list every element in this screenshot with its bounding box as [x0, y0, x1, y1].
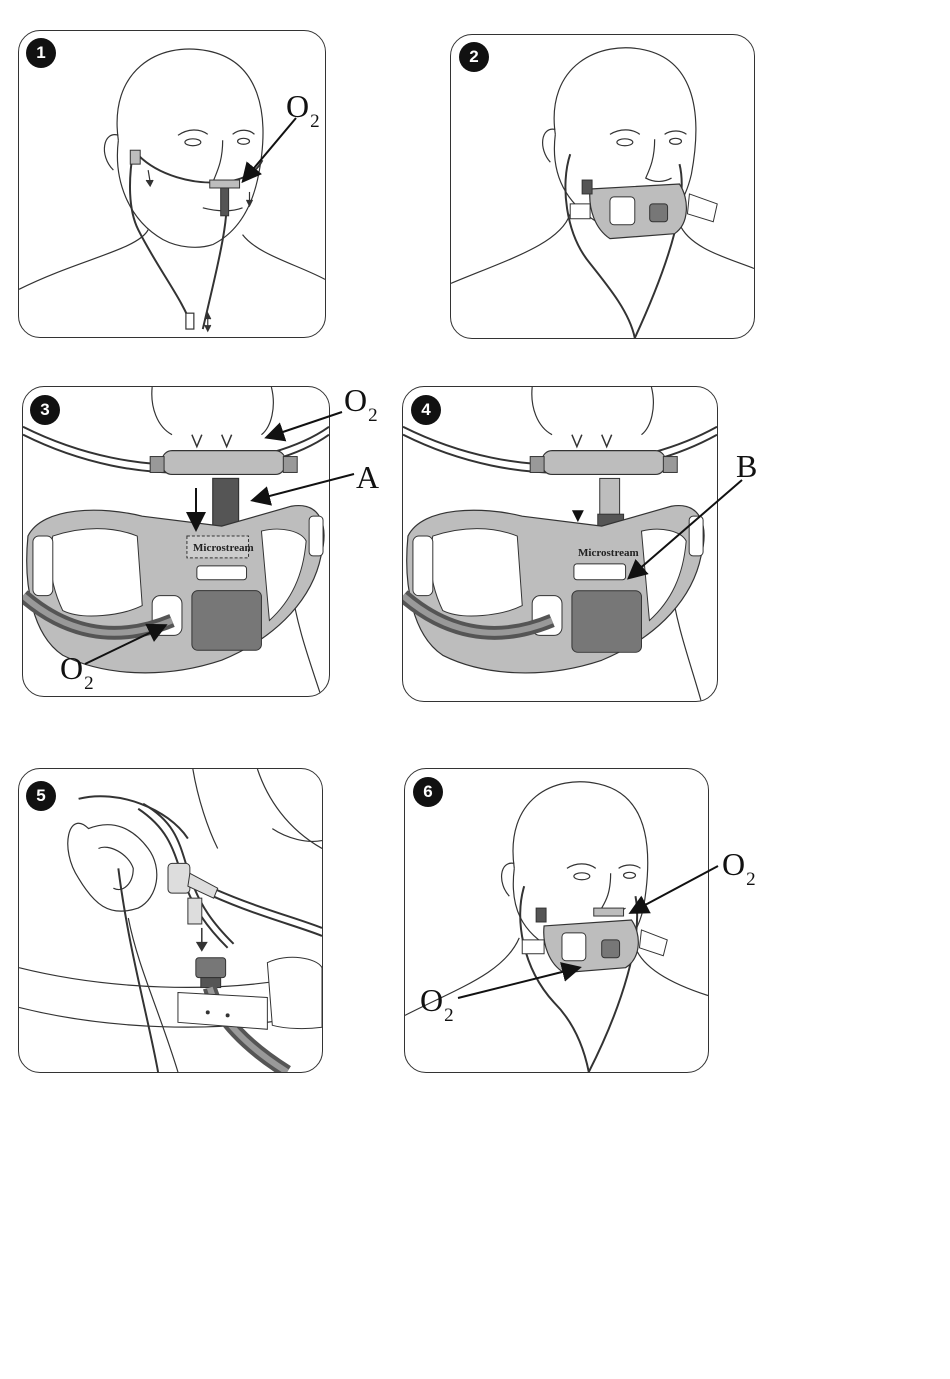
step-1-o2-label: O2 — [286, 90, 320, 131]
step-1-illustration — [19, 31, 325, 337]
step-6-panel: 6 — [404, 768, 709, 1073]
step-3-o2-bottom-label: O2 — [60, 652, 94, 693]
step-5-badge: 5 — [26, 781, 56, 811]
step-4-b-label: B — [736, 450, 757, 482]
step-2-panel: 2 — [450, 34, 755, 339]
step-4-mask-brand: Microstream — [578, 547, 639, 559]
step-6-o2-bottom-label: O2 — [420, 984, 454, 1025]
step-1-badge: 1 — [26, 38, 56, 68]
step-1-panel: 1 — [18, 30, 326, 338]
o2-label-subscript: 2 — [310, 111, 320, 132]
step-3-o2-top-label: O2 — [344, 384, 378, 425]
step-3-mask-brand: Microstream — [193, 542, 254, 554]
step-5-illustration — [19, 769, 322, 1072]
step-6-o2-top-label: O2 — [722, 848, 756, 889]
step-4-panel: 4 Microstream — [402, 386, 718, 702]
o2-label-o: O — [286, 88, 309, 124]
step-5-panel: 5 — [18, 768, 323, 1073]
step-4-illustration — [403, 387, 717, 701]
step-6-badge: 6 — [413, 777, 443, 807]
step-6-illustration — [405, 769, 708, 1072]
step-2-badge: 2 — [459, 42, 489, 72]
step-2-illustration — [451, 35, 754, 338]
step-4-badge: 4 — [411, 395, 441, 425]
step-3-badge: 3 — [30, 395, 60, 425]
step-3-a-label: A — [356, 461, 379, 493]
